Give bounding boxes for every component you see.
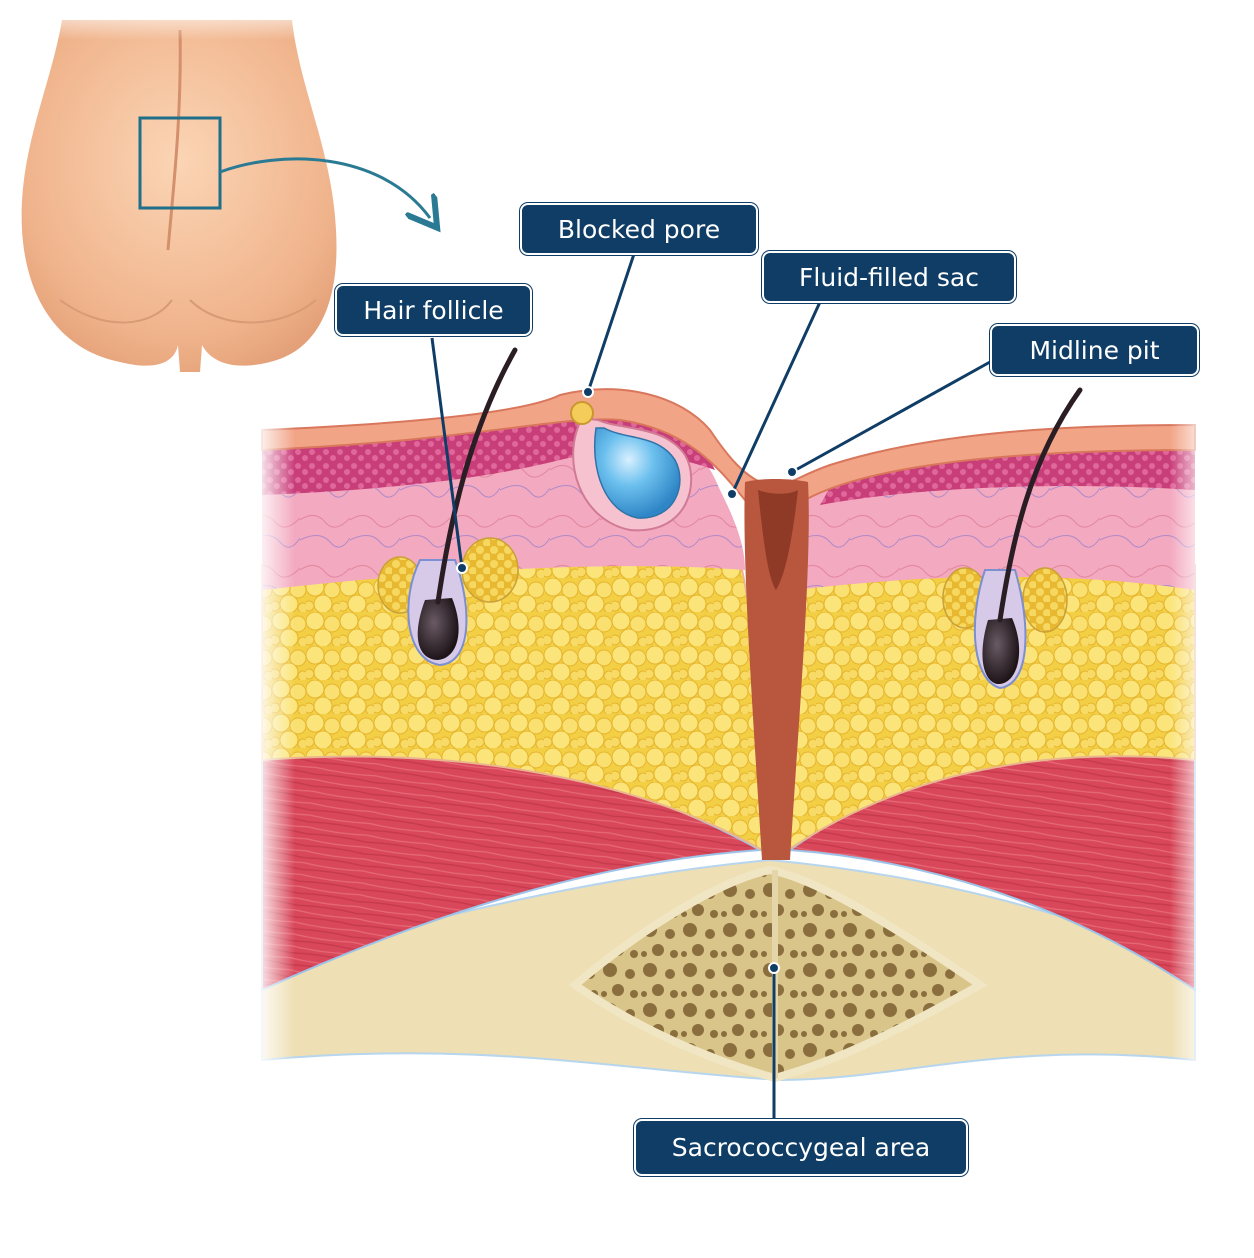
- gluteal-fold-left: [59, 299, 173, 324]
- midline-pit-cleft: [744, 479, 809, 860]
- leader-fluid-sac: [730, 301, 822, 495]
- leader-midline-pit: [791, 360, 991, 474]
- skin-surface-left: [261, 388, 762, 502]
- leader-midline-pit-dot: [786, 466, 798, 478]
- gluteal-fold-right: [189, 299, 317, 324]
- hair-shaft-left: [435, 347, 518, 605]
- leader-fluid-sac-dot: [726, 488, 738, 500]
- leader-blocked-pore-dot: [582, 386, 594, 398]
- label-midline-pit: Midline pit: [990, 324, 1199, 376]
- leader-lines: [430, 253, 991, 1118]
- buttocks-silhouette: [21, 20, 337, 372]
- zoom-arrow: [219, 157, 430, 218]
- label-fluid-filled-sac: Fluid-filled sac: [762, 251, 1016, 303]
- leader-hair-follicle-dot: [456, 562, 468, 574]
- tissue-cross-section: [255, 347, 1210, 1100]
- label-hair-follicle: Hair follicle: [335, 284, 532, 336]
- midline-pit-inner: [758, 490, 798, 590]
- hair-shaft-right: [997, 387, 1083, 623]
- blocked-pore-plug: [570, 401, 594, 425]
- fluid-cyst: [594, 427, 681, 519]
- cyst-structure: [570, 401, 693, 532]
- hair-follicle-right: [942, 387, 1083, 690]
- fade-left: [255, 380, 295, 1100]
- hair-bulb-right: [982, 618, 1020, 685]
- zoom-box: [138, 116, 222, 210]
- leader-sacrococcygeal-dot: [768, 962, 780, 974]
- body-inset: [0, 0, 430, 372]
- label-blocked-pore: Blocked pore: [520, 203, 758, 255]
- leader-hair-follicle: [430, 337, 464, 569]
- hair-bulb-left: [417, 598, 459, 660]
- gluteal-cleft: [166, 29, 182, 251]
- fade-right: [1170, 380, 1210, 1100]
- skin-surface-right: [788, 423, 1196, 502]
- label-sacrococcygeal-area: Sacrococcygeal area: [634, 1119, 968, 1176]
- leader-blocked-pore: [586, 253, 636, 393]
- sebaceous-gland-right-b: [1022, 567, 1068, 633]
- sebaceous-gland-left-b: [461, 537, 519, 603]
- hair-follicle-left: [377, 347, 519, 667]
- inset-white-fade: [0, 0, 360, 40]
